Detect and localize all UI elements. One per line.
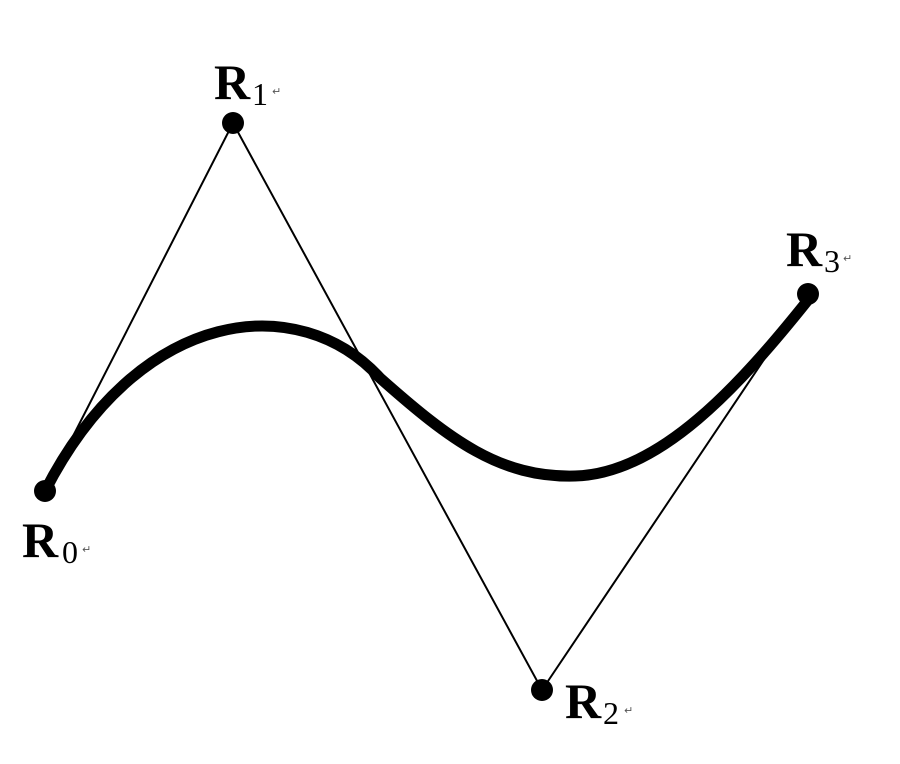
label-r1-subscript: 1 <box>252 76 268 112</box>
label-r0: R 0 ↵ <box>22 512 91 570</box>
label-r3-mark: ↵ <box>843 252 852 265</box>
control-polygon <box>44 120 809 692</box>
label-r0-subscript: 0 <box>62 534 78 570</box>
label-r0-letter: R <box>22 512 59 568</box>
bezier-curve <box>39 294 814 497</box>
label-r0-mark: ↵ <box>82 543 91 556</box>
label-r1-letter: R <box>214 54 251 110</box>
label-r2-subscript: 2 <box>603 695 619 731</box>
label-r3: R 3 ↵ <box>786 221 852 279</box>
label-r3-letter: R <box>786 221 823 277</box>
label-r3-subscript: 3 <box>824 243 840 279</box>
label-r2-letter: R <box>565 673 602 729</box>
control-point-r0 <box>34 480 56 502</box>
control-point-r1 <box>222 112 244 134</box>
label-r2-mark: ↵ <box>624 704 633 717</box>
label-r2: R 2 ↵ <box>565 673 633 731</box>
control-point-r3 <box>797 283 819 305</box>
control-point-r2 <box>531 679 553 701</box>
label-r1-mark: ↵ <box>272 85 281 98</box>
label-r1: R 1 ↵ <box>214 54 281 112</box>
